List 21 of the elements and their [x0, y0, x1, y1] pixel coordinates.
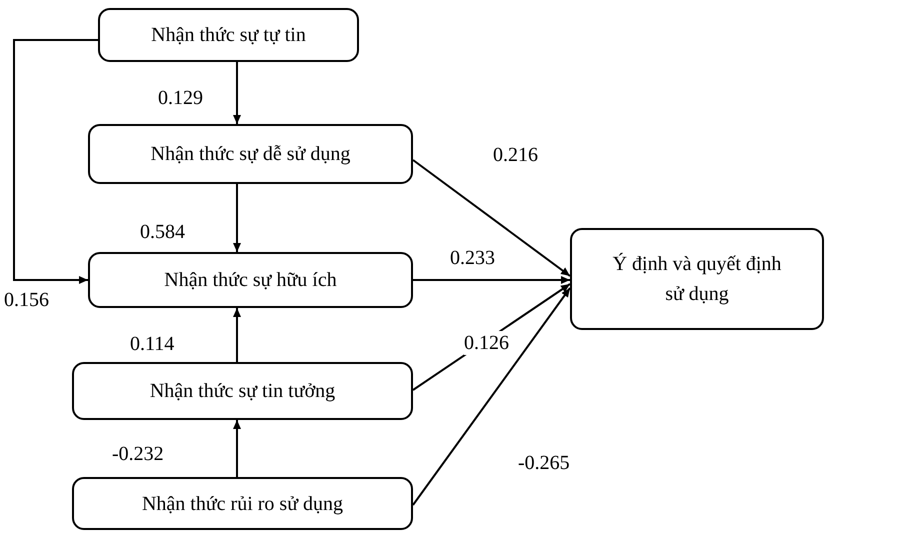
arrow — [233, 184, 241, 252]
node-label: Nhận thức sự tin tưởng — [150, 379, 336, 404]
node-label: Nhận thức sự tự tin — [151, 23, 306, 48]
arrow — [233, 308, 241, 362]
arrow — [233, 420, 241, 477]
rounded-box — [72, 362, 413, 420]
rounded-box — [88, 252, 413, 308]
rounded-box — [98, 8, 359, 62]
arrow — [233, 62, 241, 124]
edge-label: 0.126 — [464, 331, 509, 355]
arrow — [412, 159, 571, 277]
node-label: Nhận thức rủi ro sử dụng — [142, 492, 344, 516]
arrow — [413, 276, 570, 284]
node-label: Nhận thức sự dễ sử dụng — [150, 142, 350, 167]
node-label: Nhận thức sự hữu ích — [164, 268, 337, 293]
rounded-box — [88, 124, 413, 184]
node-label: Ý định và quyết định sử dụng — [612, 252, 782, 307]
rounded-box — [570, 228, 824, 330]
rounded-box — [72, 477, 413, 530]
arrow — [13, 39, 98, 284]
arrow — [412, 287, 571, 506]
